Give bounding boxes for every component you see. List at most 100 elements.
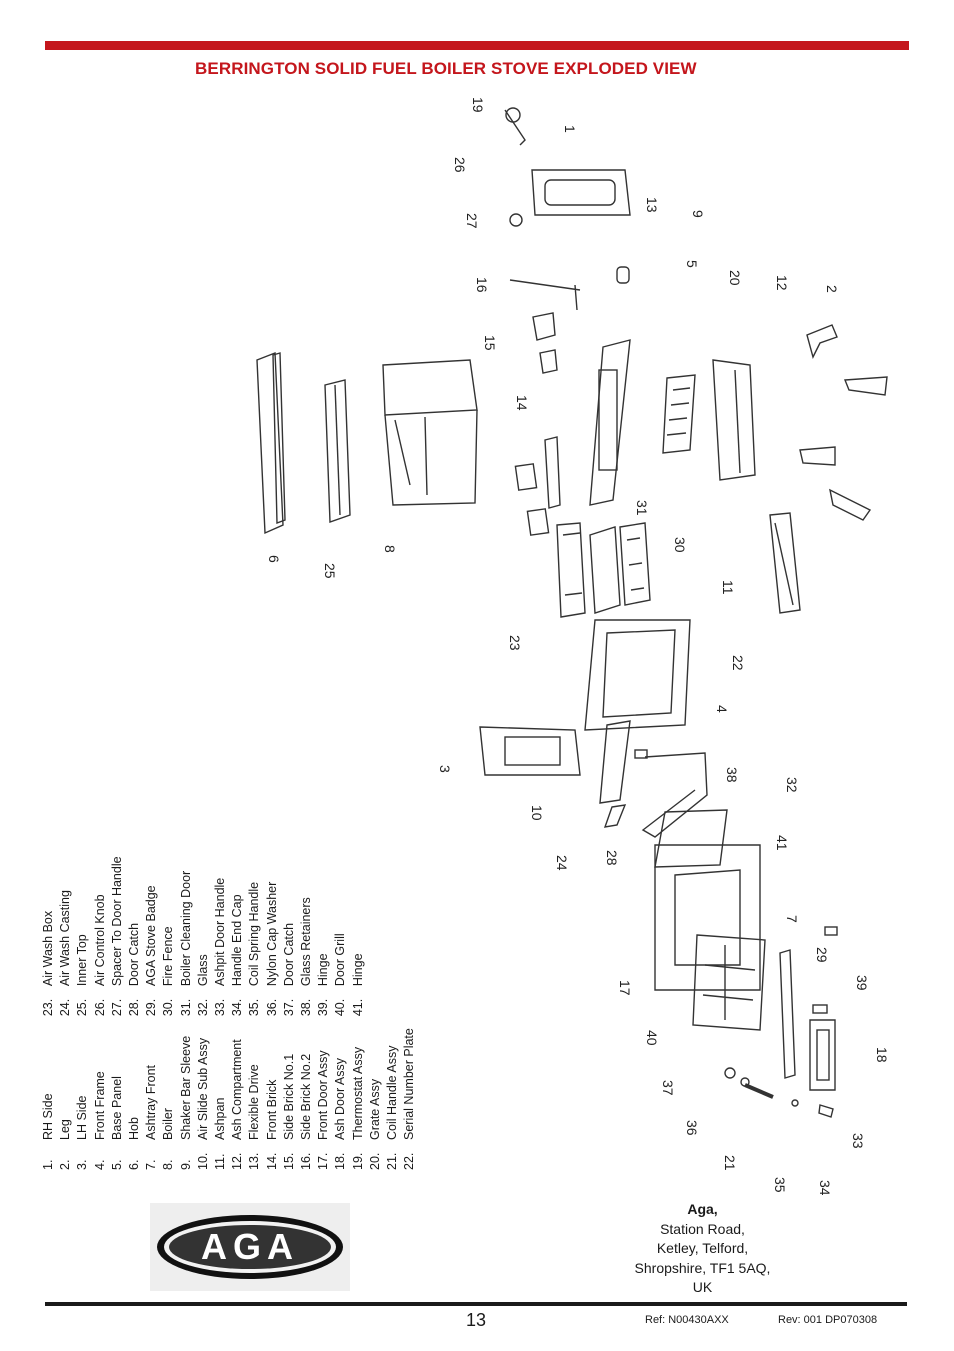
part-number: 23.	[41, 998, 55, 1017]
callout-label: 22	[730, 655, 746, 671]
footer-rule	[45, 1302, 907, 1306]
part-inner-top-shape	[324, 379, 351, 523]
callout-label: 3	[437, 765, 453, 773]
callout-label: 6	[266, 555, 282, 563]
callout-label: 16	[474, 277, 490, 293]
part-name: Fire Fence	[161, 926, 176, 987]
callout-label: 2	[824, 285, 840, 293]
callout-label: 18	[874, 1047, 890, 1063]
part-list-item: 3.LH Side	[74, 1028, 91, 1170]
part-name: Shaker Bar Sleeve	[178, 1035, 193, 1140]
part-list-item: 32.Glass	[195, 856, 212, 1016]
part-ash-compartment-shape	[712, 359, 756, 481]
callout-label: 26	[452, 157, 468, 173]
callout-label: 4	[714, 705, 730, 713]
aga-logo-text: AGA	[201, 1226, 299, 1267]
part-name: AGA Stove Badge	[144, 885, 159, 987]
address-line-3: Shropshire, TF1 5AQ,	[634, 1259, 771, 1276]
part-number: 3.	[75, 1159, 90, 1170]
part-name: Spacer To Door Handle	[109, 856, 124, 987]
address-line-1: Station Road,	[660, 1220, 745, 1237]
part-number: 7.	[144, 1159, 159, 1170]
callout-label: 1	[562, 125, 578, 133]
part-list-item: 23. Air Wash Box	[40, 856, 57, 1016]
part-list-item: 11.Ashpan	[212, 1028, 229, 1170]
part-number: 33.	[213, 998, 228, 1017]
part-number: 5.	[109, 1159, 124, 1170]
part-boiler-cleaning-door-shape	[589, 526, 621, 614]
part-number: 28.	[127, 998, 142, 1017]
company-name: Aga,	[687, 1201, 718, 1217]
part-ashpan-shape	[769, 512, 801, 614]
callout-label: 9	[690, 210, 706, 218]
part-base-panel-shape	[589, 339, 631, 506]
part-hob-shape	[256, 351, 286, 535]
part-list-item: 26.Air Control Knob	[92, 856, 109, 1016]
part-name: Door Catch	[127, 922, 142, 987]
part-leg-shapes	[799, 324, 888, 521]
part-number: 1.	[41, 1159, 55, 1170]
part-list-item: 27.Spacer To Door Handle	[109, 856, 126, 1016]
part-list-item: 6. Hob	[126, 1028, 143, 1170]
part-side-brick-2-shape	[532, 312, 556, 341]
part-number: 10.	[195, 1152, 210, 1170]
callout-label: 19	[470, 97, 486, 113]
callout-label: 20	[727, 270, 743, 286]
part-front-brick-shape	[544, 436, 561, 509]
callout-label: 30	[672, 537, 688, 553]
callout-label: 39	[854, 975, 870, 991]
part-list-item: 31.Boiler Cleaning Door	[178, 856, 195, 1016]
part-name: Front Frame	[92, 1071, 107, 1140]
callout-label: 41	[774, 835, 790, 851]
part-list-item: 25. Inner Top	[74, 856, 91, 1016]
part-number: 8.	[161, 1159, 176, 1170]
part-number: 4.	[92, 1159, 107, 1170]
part-number: 30.	[161, 998, 176, 1017]
callout-label: 32	[784, 777, 800, 793]
callout-label: 14	[514, 395, 530, 411]
part-name: Leg	[58, 1119, 73, 1140]
aga-logo: AGA	[150, 1203, 350, 1291]
part-door-grill-shape	[692, 934, 766, 1031]
part-list-item: 5.Base Panel	[109, 1028, 126, 1170]
part-name: Hob	[127, 1117, 142, 1140]
revision-code: Rev: 001 DP070308	[778, 1314, 878, 1326]
callout-label: 15	[482, 335, 498, 351]
callout-label: 29	[814, 947, 830, 963]
part-list-item: 24.Air Wash Casting	[57, 856, 74, 1016]
part-name: Glass	[195, 954, 210, 987]
part-list-item: 7. Ashtray Front	[143, 1028, 160, 1170]
callout-label: 36	[684, 1120, 700, 1136]
part-name: Boiler Cleaning Door	[178, 870, 193, 987]
page-number: 13	[466, 1310, 487, 1330]
part-number: 11.	[213, 1153, 228, 1170]
part-name: Air Wash Box	[41, 910, 55, 987]
callout-label: 33	[850, 1133, 866, 1149]
part-name: Air Control Knob	[92, 894, 107, 987]
part-air-wash-box-shape	[556, 522, 586, 618]
part-list-item: 2. Leg	[57, 1028, 74, 1170]
part-list-item: 9.Shaker Bar Sleeve	[178, 1028, 195, 1170]
part-lh-side-shape	[479, 726, 581, 776]
part-number: 29.	[144, 998, 159, 1017]
part-list-item: 10.Air Slide Sub Assy	[195, 1028, 212, 1170]
part-number: 6.	[127, 1159, 142, 1170]
part-name: Ashtray Front	[144, 1064, 159, 1140]
part-name: Inner Top	[75, 934, 90, 987]
callout-label: 7	[784, 915, 800, 923]
part-ashtray-front-shape	[779, 949, 796, 1079]
address-line-2: Ketley, Telford,	[656, 1240, 749, 1256]
part-number: 25.	[75, 998, 90, 1017]
callout-label: 28	[604, 850, 620, 866]
callout-label: 12	[774, 275, 790, 291]
reference-code: Ref: N00430AXX	[645, 1314, 729, 1326]
part-number: 2.	[58, 1159, 73, 1170]
part-number: 24.	[58, 998, 73, 1017]
part-grate-assy-shape	[662, 374, 696, 454]
callout-label: 23	[507, 635, 523, 651]
part-side-brick-1-shape	[539, 349, 558, 374]
company-address: Aga, Station Road, Ketley, Telford, Shro…	[600, 1200, 805, 1298]
part-air-wash-casting-shape	[603, 804, 627, 828]
part-thermostat-assy-shape	[504, 107, 526, 146]
address-line-4: UK	[692, 1279, 713, 1295]
